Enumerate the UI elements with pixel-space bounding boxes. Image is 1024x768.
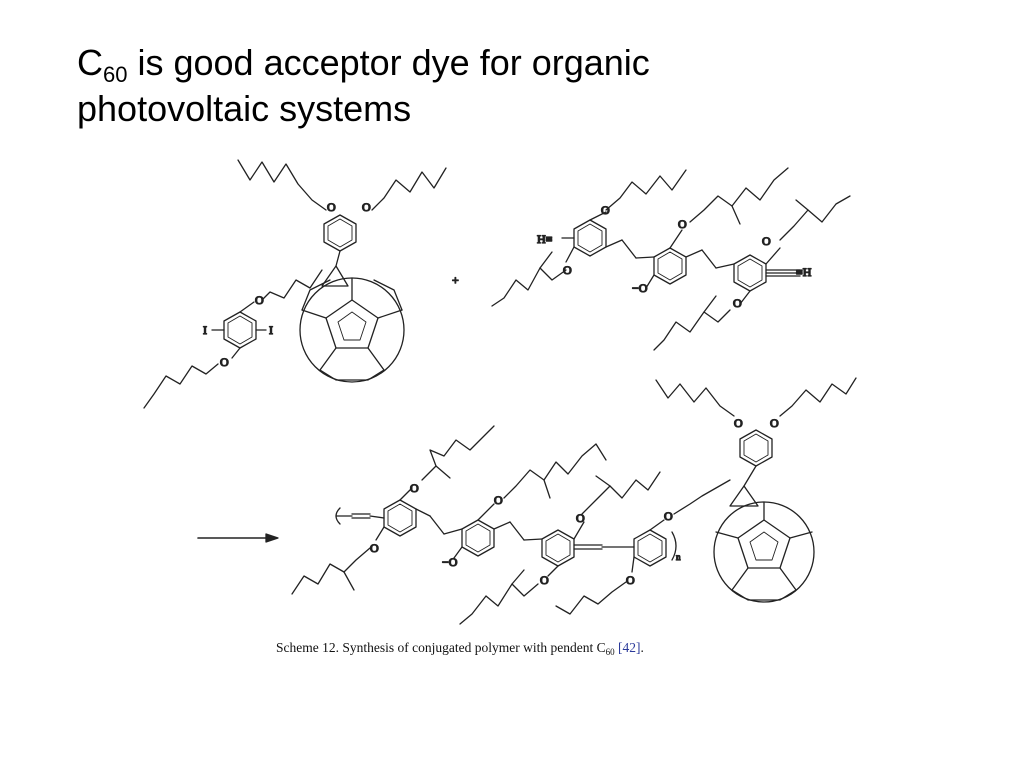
oxygen-label: O (494, 493, 503, 507)
reaction-arrow (197, 533, 279, 543)
repeat-unit-n-label: n (676, 552, 681, 562)
title-rest: is good acceptor dye for organic (127, 42, 650, 83)
oxygen-label: O (255, 293, 264, 307)
c60-monomer-structure (143, 159, 447, 409)
oxygen-label: O (664, 509, 673, 523)
figure-caption: Scheme 12. Synthesis of conjugated polym… (276, 640, 644, 657)
caption-reference-link[interactable]: [42] (617, 640, 641, 655)
oxygen-label: O (601, 203, 610, 217)
methoxy-label: −O (632, 281, 648, 295)
iodine-label: I (269, 323, 273, 337)
plus-sign: + (452, 273, 459, 287)
slide-title: C60 is good acceptor dye for organic phot… (77, 40, 977, 132)
oxygen-label: O (362, 200, 371, 214)
oxygen-label: O (626, 573, 635, 587)
title-line2: photovoltaic systems (77, 88, 412, 129)
oxygen-label: O (563, 263, 572, 277)
oxygen-label: O (540, 573, 549, 587)
caption-text: Scheme 12. Synthesis of conjugated polym… (276, 640, 606, 655)
oxygen-label: O (410, 481, 419, 495)
oxygen-label: O (370, 541, 379, 555)
terminal-alkyne-left-label: H≡ (537, 232, 553, 246)
oxygen-label: O (770, 416, 779, 430)
title-subscript: 60 (103, 62, 128, 87)
title-c: C (77, 42, 103, 83)
oxygen-label: O (733, 296, 742, 310)
oligomer-structure (491, 167, 851, 351)
oxygen-label: O (576, 511, 585, 525)
oxygen-label: O (220, 355, 229, 369)
caption-subscript: 60 (605, 647, 615, 657)
reaction-scheme-figure: O O O O I I + (130, 152, 870, 672)
methoxy-label: −O (442, 555, 458, 569)
reaction-scheme-drawing: O O O O I I + (143, 159, 857, 625)
iodine-label: I (203, 323, 207, 337)
oxygen-label: O (762, 234, 771, 248)
caption-end: . (640, 640, 644, 655)
oxygen-label: O (678, 217, 687, 231)
product-polymer-structure (291, 377, 857, 625)
oxygen-label: O (734, 416, 743, 430)
oxygen-label: O (327, 200, 336, 214)
terminal-alkyne-right-label: ≡H (796, 265, 812, 279)
